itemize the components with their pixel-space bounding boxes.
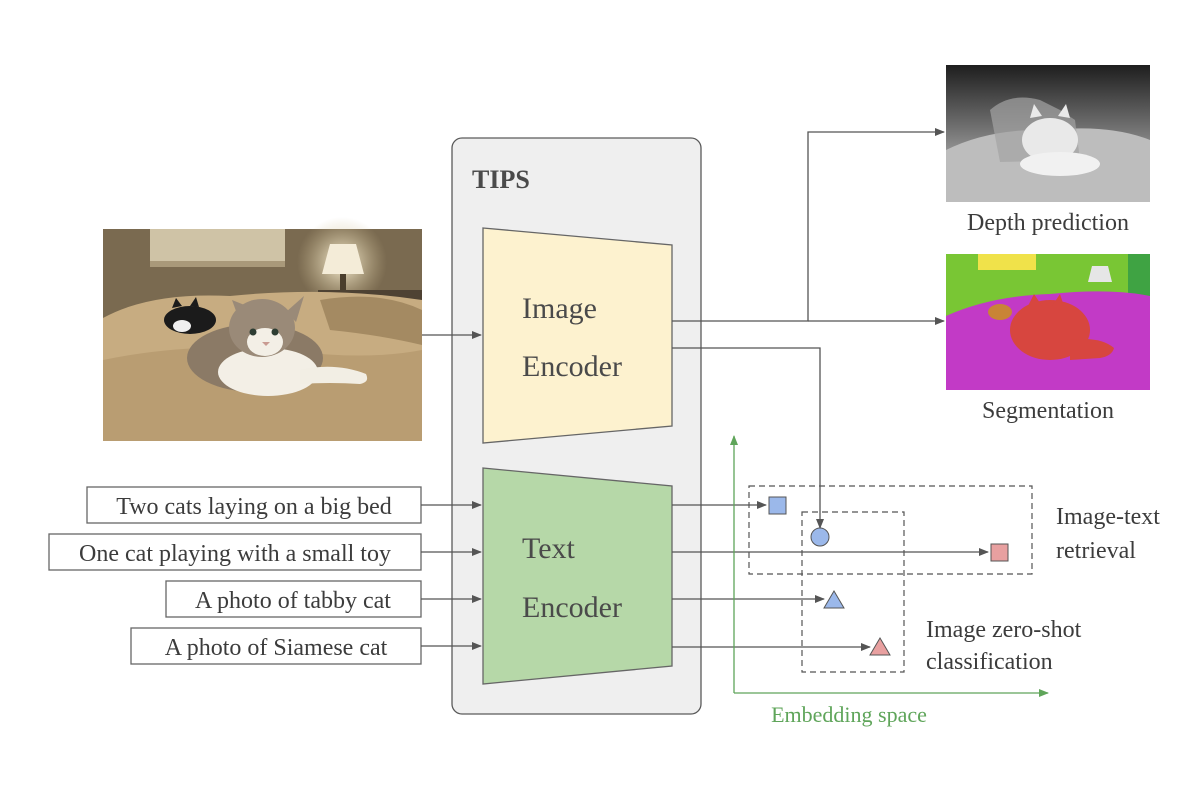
image-encoder-label-line1: Image [522,292,597,325]
retrieval-label-line1: Image-text [1056,504,1160,530]
text-encoder [482,467,673,685]
caption-1: Two cats laying on a big bed [116,494,392,520]
caption-box-1 [86,486,422,524]
segmentation-image [946,254,1150,390]
embedding-space-label: Embedding space [771,702,927,727]
arrow-to-image-embedding [672,347,824,529]
caption-box-2 [48,533,422,571]
depth-prediction-label: Depth prediction [967,210,1129,236]
caption-4: A photo of Siamese cat [165,635,388,661]
caption-2: One cat playing with a small toy [79,541,391,567]
segmentation-label: Segmentation [982,398,1114,424]
retrieval-region [748,485,1033,575]
retrieval-label-line2: retrieval [1056,538,1136,564]
zeroshot-region [801,511,905,673]
zeroshot-label-line2: classification [926,649,1053,675]
caption-box-4 [130,627,422,665]
caption-3: A photo of tabby cat [195,588,391,614]
arrow-to-depth [672,128,945,322]
text-encoder-label-line1: Text [522,532,576,565]
text-embedding-triangle-blue [823,590,845,609]
text-encoder-label-line2: Encoder [522,591,622,624]
image-encoder-label-line2: Encoder [522,350,622,383]
image-encoder [482,227,673,444]
text-embedding-triangle-red [869,637,891,656]
zeroshot-label-line1: Image zero-shot [926,617,1082,643]
text-embedding-square-red [990,543,1009,562]
tips-label: TIPS [472,165,530,194]
image-embedding-circle [810,527,830,547]
input-cat-photo [103,217,422,441]
depth-prediction-image [946,65,1150,202]
text-embedding-square-blue [768,496,787,515]
